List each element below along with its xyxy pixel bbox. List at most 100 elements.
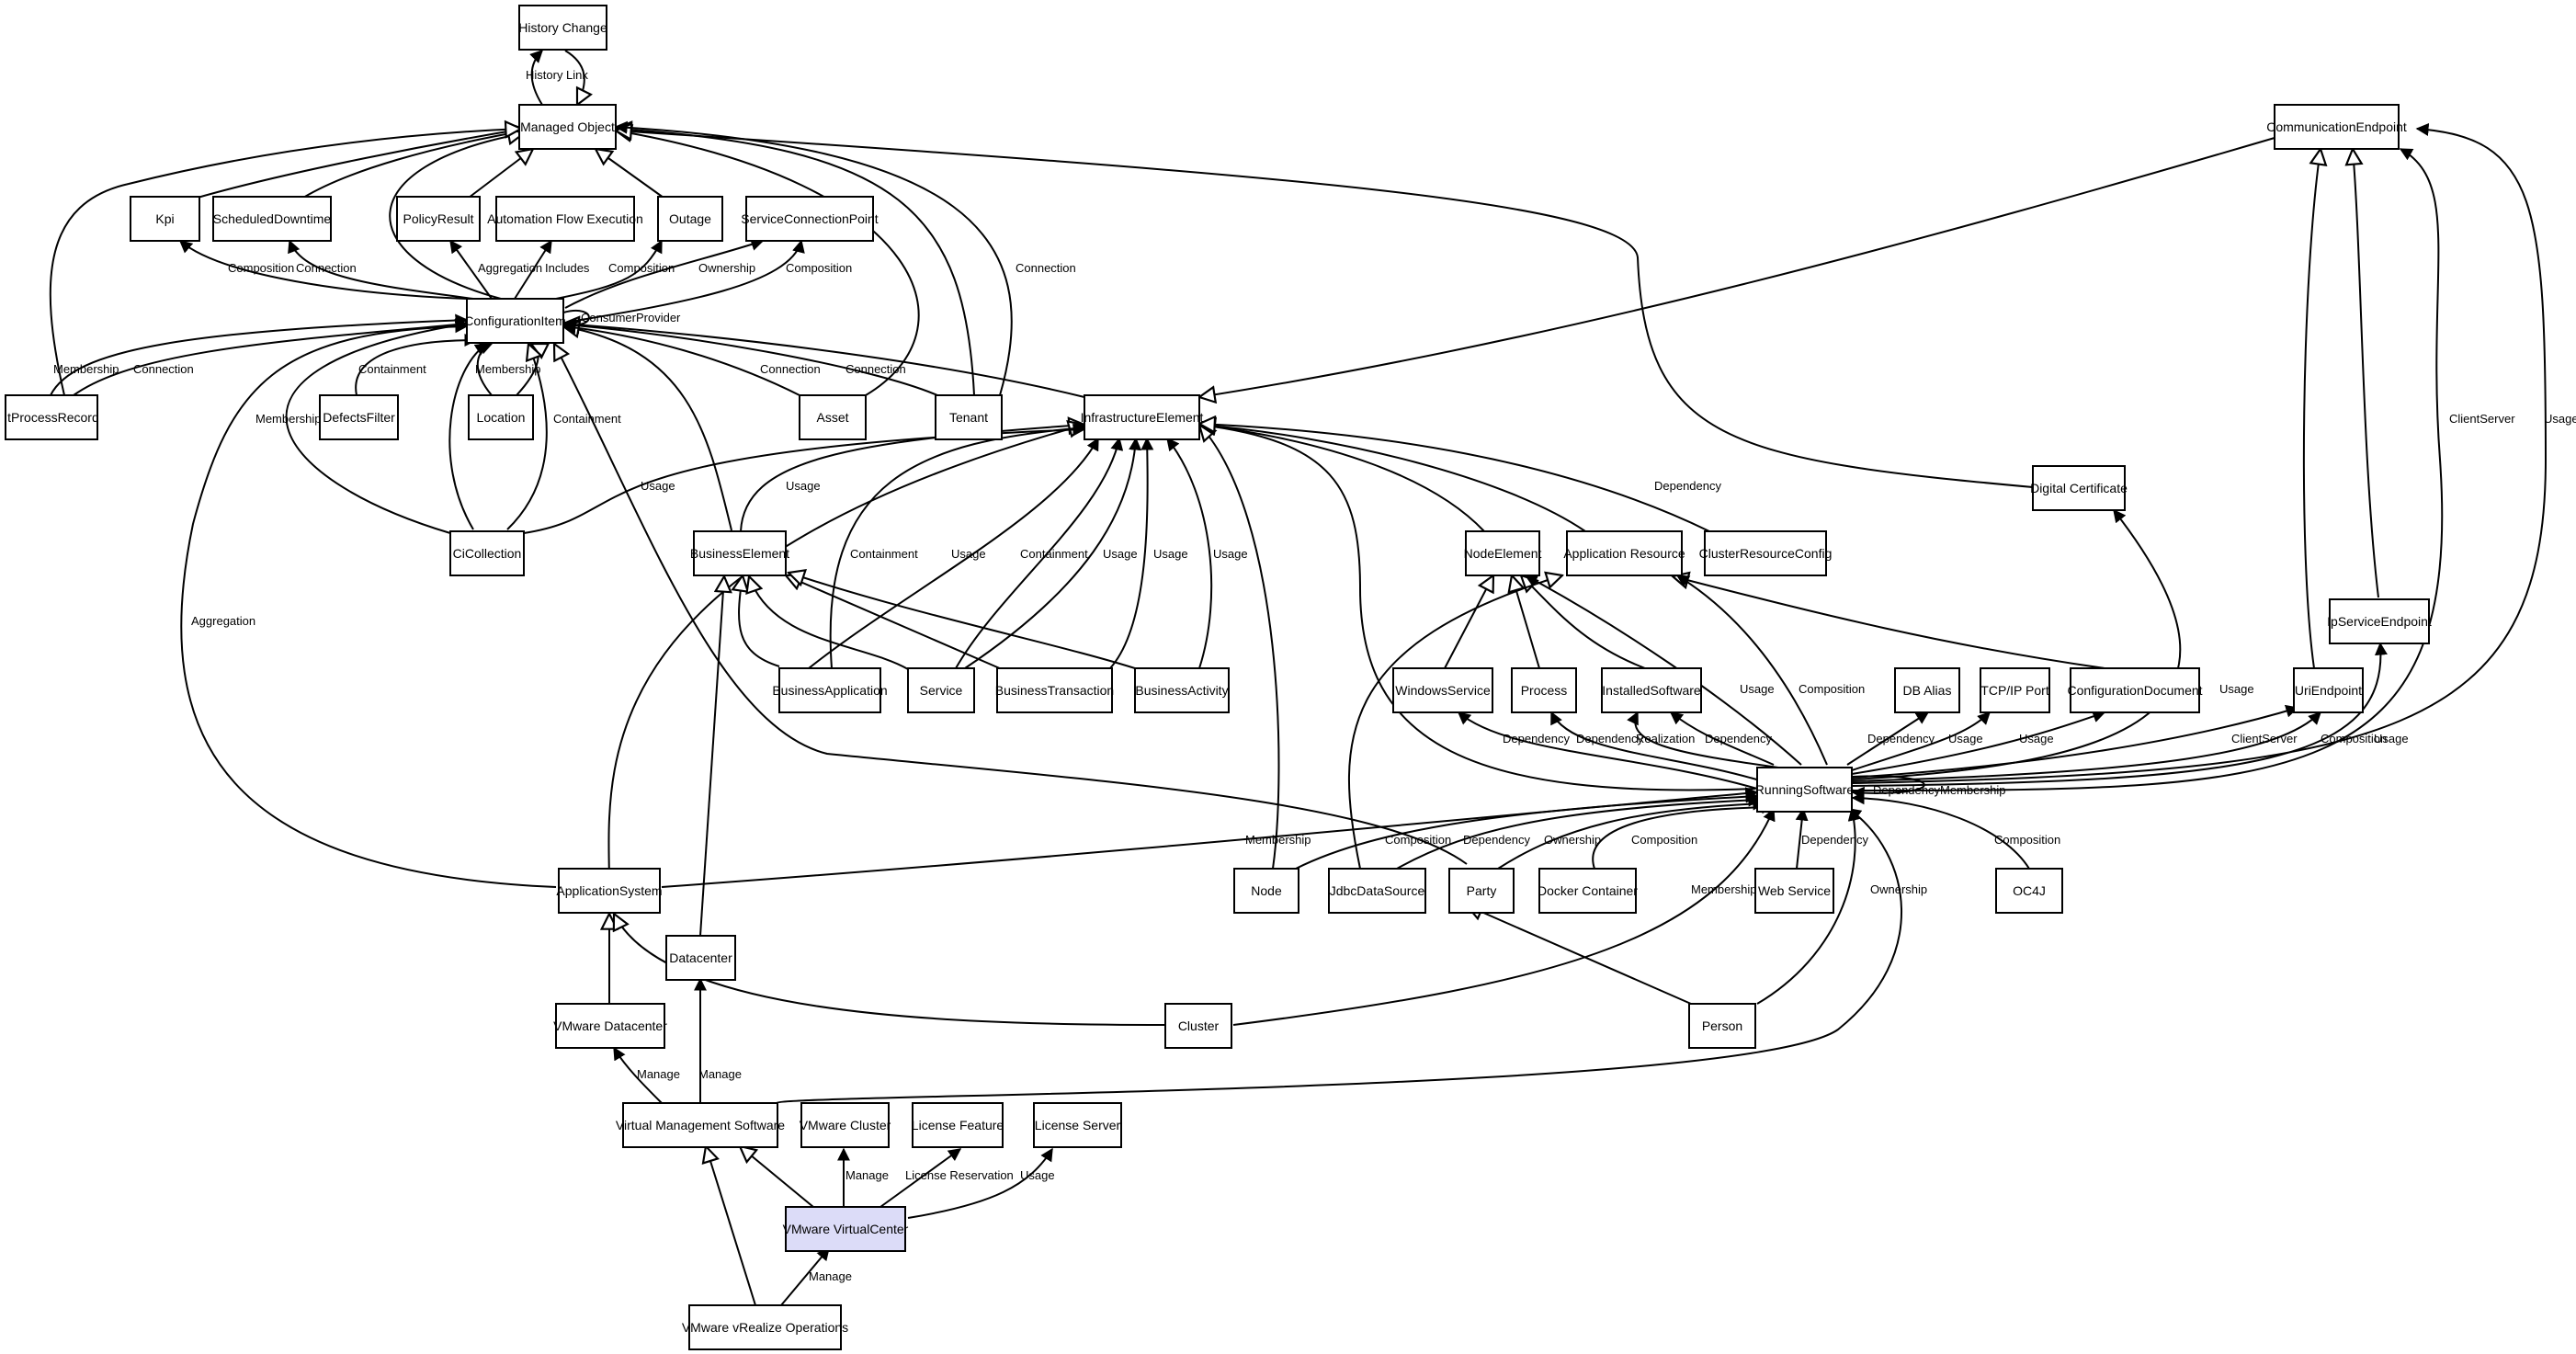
node-datacenter[interactable]: Datacenter (665, 935, 736, 981)
node-label: Application Resource (1563, 546, 1685, 561)
edge-as-ie (607, 425, 1084, 879)
edge-node-ie (1199, 425, 1280, 870)
node-defects-filter[interactable]: DefectsFilter (319, 394, 399, 440)
edge-outage-managed-object (596, 149, 664, 199)
node-service-connection-point[interactable]: ServiceConnectionPoint (741, 196, 879, 242)
node-automation-flow-execution[interactable]: Automation Flow Execution (487, 196, 643, 242)
node-virtual-management-software[interactable]: Virtual Management Software (616, 1102, 785, 1148)
node-scheduled-downtime[interactable]: ScheduledDowntime (212, 196, 332, 242)
edge-is-ne (1521, 575, 1646, 669)
node-box (907, 667, 975, 713)
node-ci-collection[interactable]: CiCollection (449, 530, 525, 576)
node-label: ApplicationSystem (556, 883, 662, 898)
edge-ba-ie (829, 422, 1088, 669)
node-it-process-record[interactable]: ItProcessRecord (4, 394, 99, 440)
node-label: Party (1467, 883, 1497, 898)
node-box (1566, 530, 1683, 576)
node-asset[interactable]: Asset (799, 394, 867, 440)
node-jdbc-data-source[interactable]: JdbcDataSource (1328, 868, 1426, 914)
edge-label-pr-aggregation: Aggregation (478, 261, 542, 275)
node-license-feature[interactable]: License Feature (912, 1102, 1004, 1148)
edge-label-uri-composition: Composition (2321, 732, 2387, 745)
node-cluster[interactable]: Cluster (1164, 1003, 1232, 1049)
node-box (466, 298, 564, 344)
node-oc4j[interactable]: OC4J (1995, 868, 2063, 914)
node-outage[interactable]: Outage (657, 196, 723, 242)
node-tcpip-port[interactable]: TCP/IP Port (1980, 667, 2050, 713)
edge-itpr-ci-connection (73, 318, 469, 396)
node-installed-software[interactable]: InstalledSoftware (1601, 667, 1702, 713)
node-label: OC4J (2013, 883, 2046, 898)
edge-label-itpr-membership: Membership (53, 362, 119, 376)
node-box (2329, 598, 2430, 644)
node-communication-endpoint[interactable]: CommunicationEndpoint (2266, 104, 2407, 150)
node-history-change[interactable]: History Change (518, 5, 607, 51)
edge-label-scp-ownership: Ownership (698, 261, 755, 275)
node-uri-endpoint[interactable]: UriEndpoint (2293, 667, 2364, 713)
node-location[interactable]: Location (468, 394, 534, 440)
edge-oc4j-rs (1851, 791, 2030, 870)
node-infrastructure-element[interactable]: InfrastructureElement (1081, 394, 1204, 440)
edge-ipse-cep (2353, 149, 2379, 598)
node-ip-service-endpoint[interactable]: IpServiceEndpoint (2327, 598, 2432, 644)
edge-ci-scp-ownership (564, 238, 765, 309)
node-vmware-vrealize-operations[interactable]: VMware vRealize Operations (682, 1304, 848, 1350)
node-person[interactable]: Person (1688, 1003, 1756, 1049)
node-label: InfrastructureElement (1081, 410, 1204, 425)
node-application-system[interactable]: ApplicationSystem (556, 868, 663, 914)
node-box (396, 196, 481, 242)
node-db-alias[interactable]: DB Alias (1894, 667, 1960, 713)
node-vmware-cluster[interactable]: VMware Cluster (800, 1102, 891, 1148)
node-process[interactable]: Process (1511, 667, 1577, 713)
node-party[interactable]: Party (1448, 868, 1515, 914)
node-running-software[interactable]: RunningSoftware (1755, 767, 1855, 813)
edge-cicollection-ci (506, 344, 548, 530)
edge-label-afe-includes: Includes (545, 261, 590, 275)
node-label: PolicyResult (403, 211, 473, 226)
edge-rs-cep-usage (1851, 122, 2548, 784)
node-box (2293, 667, 2364, 713)
node-policy-result[interactable]: PolicyResult (396, 196, 481, 242)
edge-label-ba-usage: Usage (951, 547, 986, 561)
edge-jdbc-ne (1348, 575, 1562, 870)
node-label: ConfigurationDocument (2067, 683, 2202, 698)
edge-label-outage-composition: Composition (608, 261, 675, 275)
node-tenant[interactable]: Tenant (935, 394, 1003, 440)
edge-rs-cep-clientserver (1851, 148, 2444, 791)
edge-label-oc4j-composition: Composition (1994, 833, 2060, 847)
node-label: ItProcessRecord (4, 410, 98, 425)
node-business-transaction[interactable]: BusinessTransaction (995, 667, 1114, 713)
edge-cluster-rs (1232, 807, 1776, 1026)
node-business-activity[interactable]: BusinessActivity (1134, 667, 1230, 713)
edge-label-rs-self: DependencyMembership (1873, 783, 2006, 797)
node-vmware-virtualcenter[interactable]: VMware VirtualCenter (783, 1206, 909, 1252)
node-node-element[interactable]: NodeElement (1464, 530, 1542, 576)
node-cluster-resource-config[interactable]: ClusterResourceConfig (1699, 530, 1833, 576)
node-service[interactable]: Service (907, 667, 975, 713)
node-license-server[interactable]: License Server (1033, 1102, 1122, 1148)
node-configuration-document[interactable]: ConfigurationDocument (2067, 667, 2203, 713)
edge-rs-tcp (1851, 711, 1991, 771)
node-managed-object[interactable]: Managed Object (518, 104, 617, 150)
edge-label-tenant-connection2: Connection (845, 362, 906, 376)
node-kpi[interactable]: Kpi (130, 196, 200, 242)
node-application-resource[interactable]: Application Resource (1563, 530, 1685, 576)
edge-label-dbalias-dependency: Dependency (1867, 732, 1935, 745)
node-label: Docker Container (1538, 883, 1638, 898)
node-docker-container[interactable]: Docker Container (1538, 868, 1638, 914)
edge-rs-is-realization (1627, 711, 1779, 768)
node-business-element[interactable]: BusinessElement (690, 530, 789, 576)
node-configuration-item[interactable]: ConfigurationItem (464, 298, 566, 344)
node-node[interactable]: Node (1233, 868, 1299, 914)
edge-dc-be (699, 576, 724, 937)
node-box (1538, 868, 1637, 914)
node-digital-certificate[interactable]: Digital Certificate (2030, 465, 2128, 511)
edge-rs-ipse (1851, 642, 2388, 787)
node-business-application[interactable]: BusinessApplication (772, 667, 888, 713)
edge-label-dc-manage: Manage (698, 1067, 742, 1081)
node-windows-service[interactable]: WindowsService (1392, 667, 1493, 713)
edge-ci-kpi (178, 240, 468, 300)
node-vmware-datacenter[interactable]: VMware Datacenter (553, 1003, 667, 1049)
node-web-service[interactable]: Web Service (1754, 868, 1834, 914)
